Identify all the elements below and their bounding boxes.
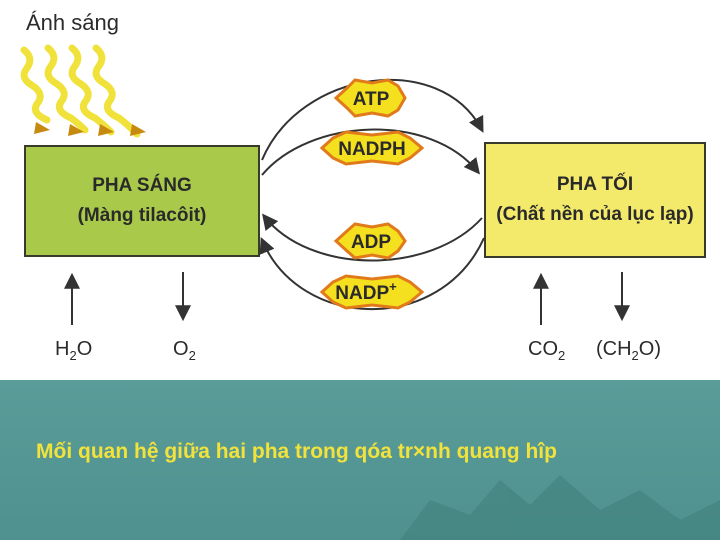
co2-label: CO2 <box>528 338 565 363</box>
star-nadp <box>319 274 425 310</box>
light-ray-2 <box>44 44 89 134</box>
nadp-charge: + <box>389 279 397 294</box>
ch2o-sub: 2 <box>631 348 639 363</box>
ray-head-4 <box>130 124 146 136</box>
star-adp <box>333 222 407 260</box>
dark-phase-subtitle: (Chất nền của lục lạp) <box>496 204 694 225</box>
o2-label: O2 <box>173 338 196 363</box>
caption-banner: Mối quan hệ giữa hai pha trong qóa tr×nh… <box>0 380 720 540</box>
h2o-sub: 2 <box>69 348 77 363</box>
io-arrows <box>64 272 630 325</box>
nadp-label-text: NADP <box>335 283 389 304</box>
ray-head-2 <box>68 124 84 136</box>
atp-label: ATP <box>353 89 390 110</box>
caption: Mối quan hệ giữa hai pha trong qóa tr×nh… <box>36 440 557 463</box>
arc-adp-to-light <box>262 213 483 262</box>
arc-nadp-to-light <box>259 237 485 310</box>
ch2o-rest: O) <box>638 338 661 360</box>
light-ray-3 <box>68 44 115 136</box>
dark-phase-box: PHA TỐI (Chất nền của lục lạp) <box>484 142 706 258</box>
light-ray-heads <box>34 122 146 136</box>
arc-nadph-to-dark <box>261 128 481 176</box>
light-phase-title: PHA SÁNG <box>92 175 192 196</box>
h2o-rest: O <box>76 338 93 360</box>
ch2o-pre: (CH <box>596 338 632 360</box>
star-nadph <box>319 130 425 166</box>
star-atp <box>333 78 407 118</box>
h2o-base: H <box>55 338 70 360</box>
co2-base: CO <box>528 338 558 360</box>
light-label: Ánh sáng <box>26 10 119 35</box>
nadp-label: NADP+ <box>335 279 397 304</box>
nadph-label: NADPH <box>338 139 406 160</box>
ray-head-1 <box>34 122 50 134</box>
light-phase-box: PHA SÁNG (Màng tilacôit) <box>24 145 260 257</box>
diagram-graphics: ATP NADPH ADP NADP+ <box>20 44 630 325</box>
texture-shape-2 <box>560 508 720 540</box>
light-phase-subtitle: (Màng tilacôit) <box>77 205 207 226</box>
ch2o-label: (CH2O) <box>596 338 661 363</box>
light-rays <box>20 44 141 138</box>
o2-base: O <box>173 338 189 360</box>
banner-texture <box>400 475 720 540</box>
co2-sub: 2 <box>558 348 566 363</box>
light-ray-1 <box>20 46 51 124</box>
light-ray-4 <box>92 44 141 138</box>
adp-label: ADP <box>351 232 391 253</box>
ray-head-3 <box>98 124 114 136</box>
dark-phase-title: PHA TỐI <box>556 174 634 195</box>
o2-sub: 2 <box>188 348 196 363</box>
h2o-label: H2O <box>55 338 92 363</box>
